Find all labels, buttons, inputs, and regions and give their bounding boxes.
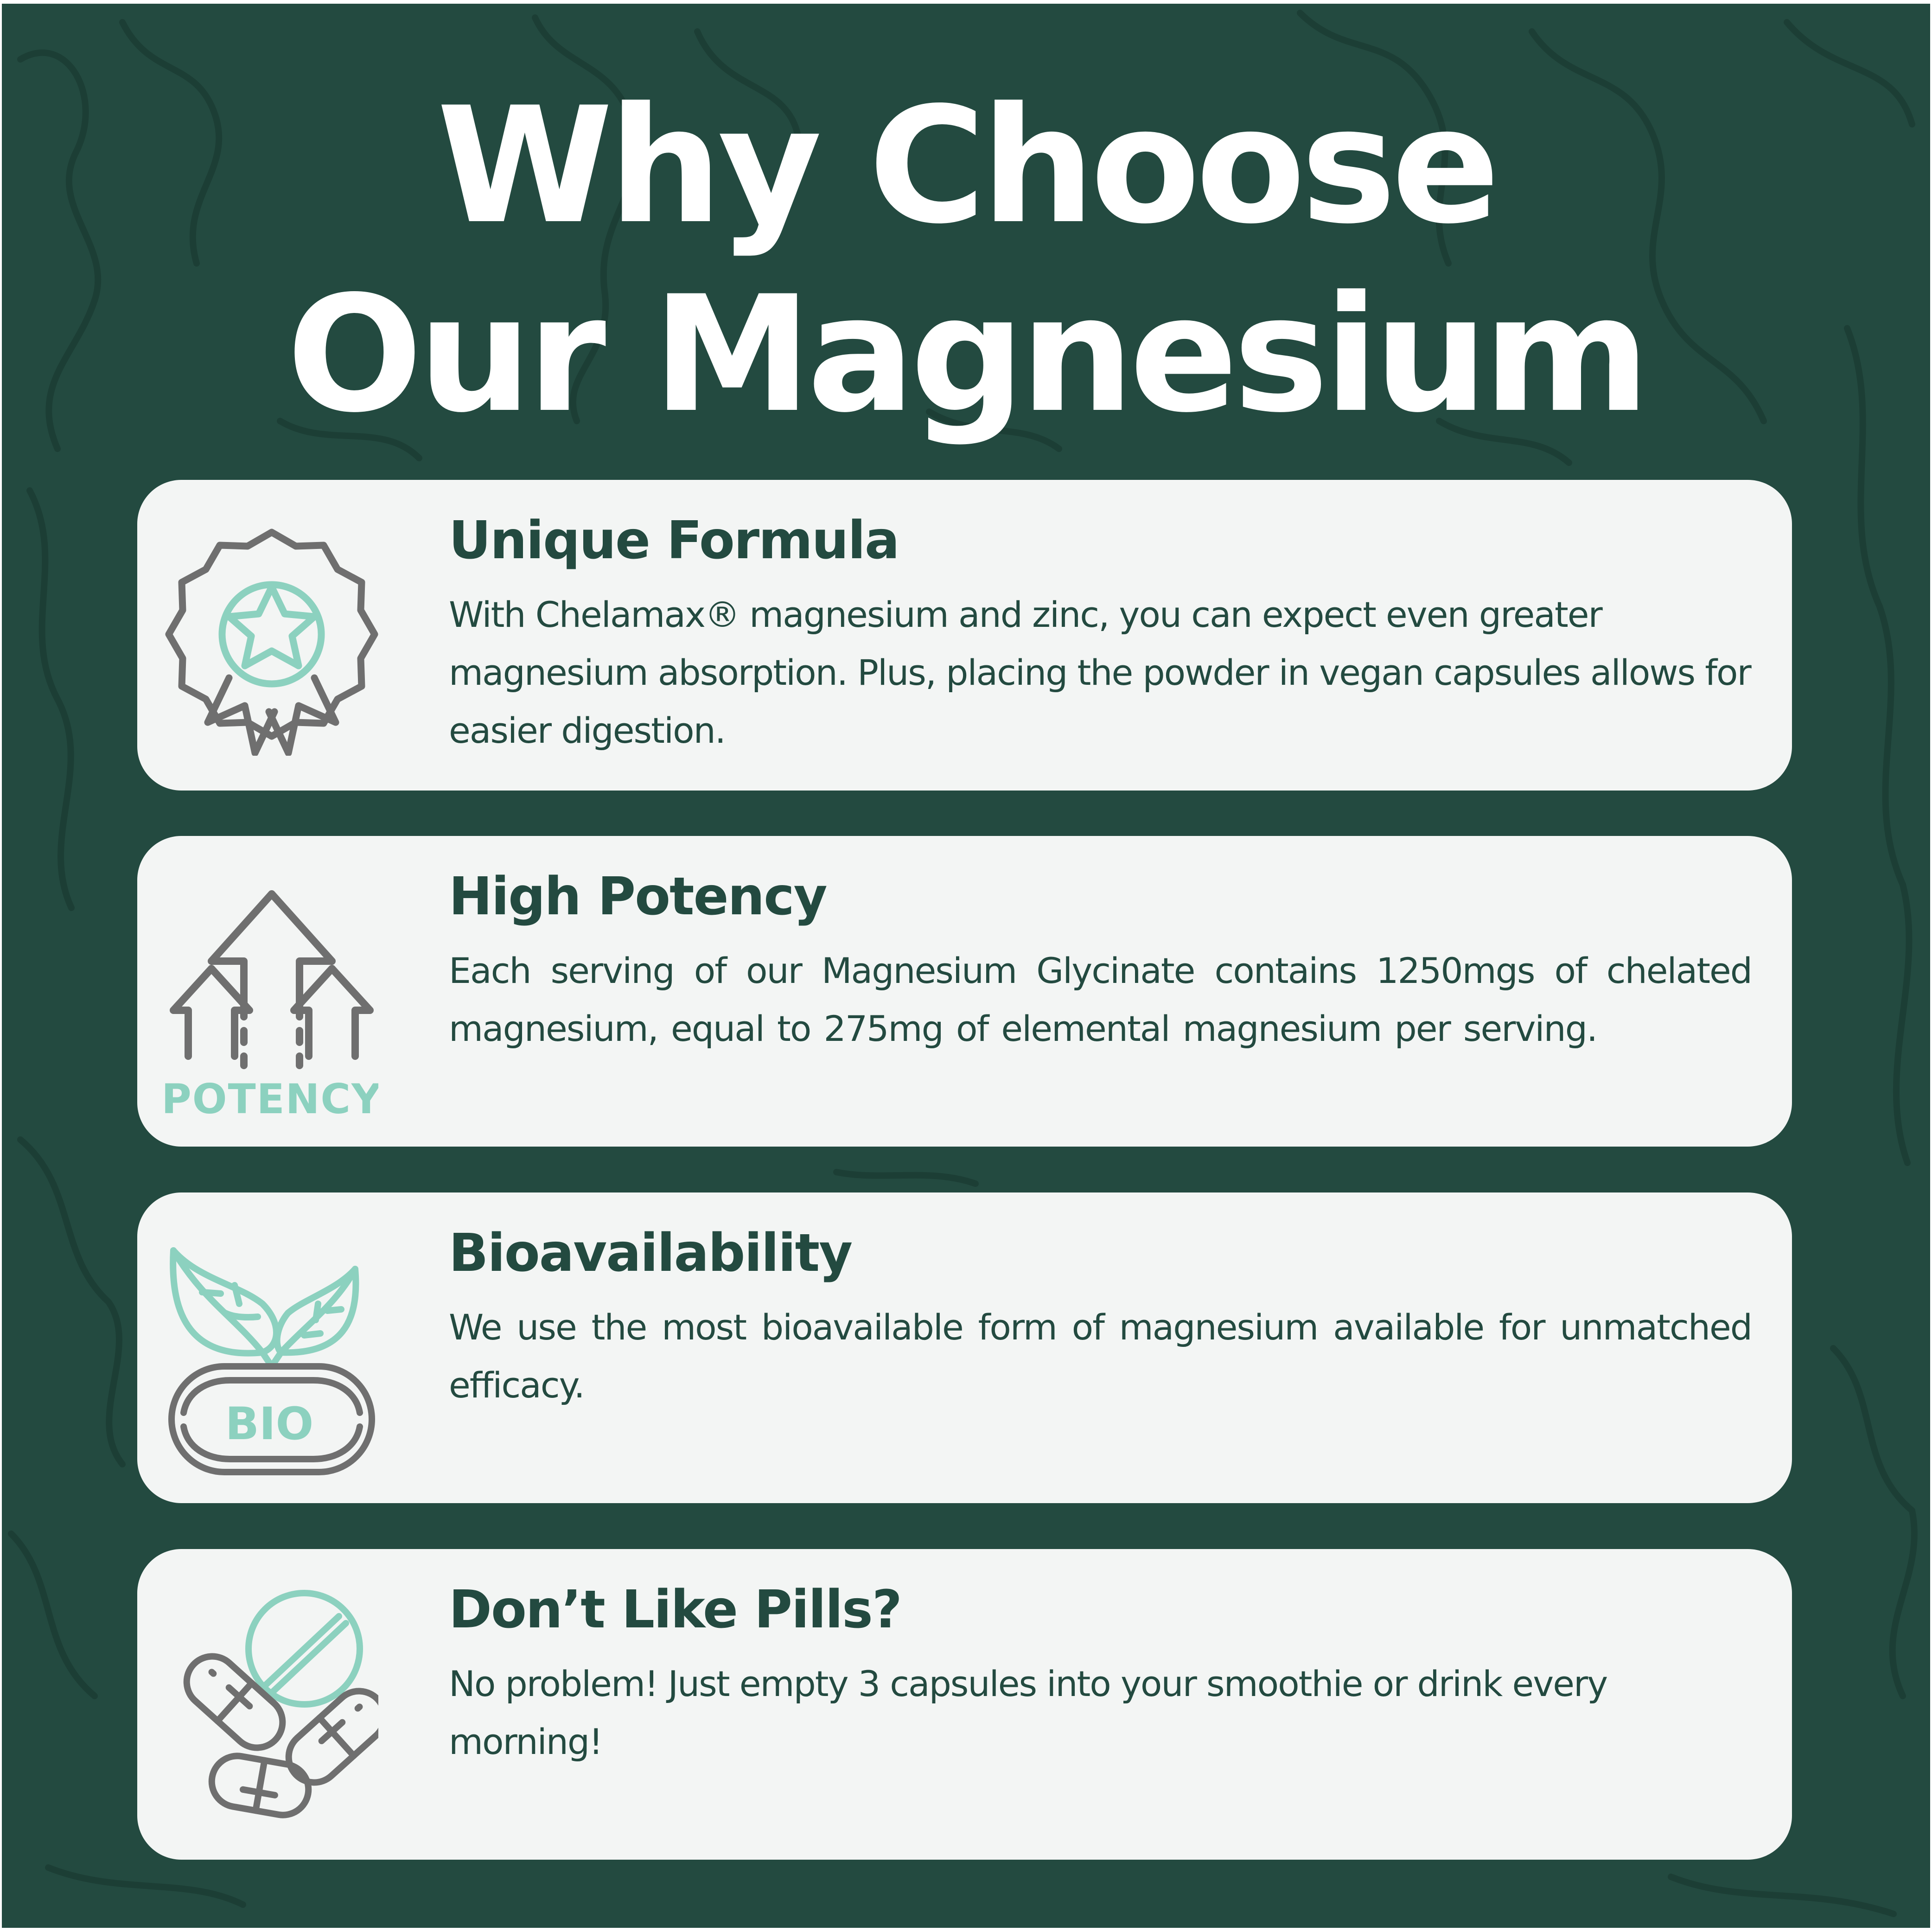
bio-icon-label: BIO [225,1398,314,1450]
feature-title: Unique Formula [449,510,899,571]
feature-description: With Chelamax® magnesium and zinc, you c… [449,594,1752,751]
botanical-background-pattern [8,10,1918,1917]
feature-card-bioavailability: BIO Bioavailability We use the most bioa… [137,1192,1792,1503]
headline-line-1: Why Choose [436,73,1500,259]
feature-card-dont-like-pills: Don’t Like Pills? No problem! Just empty… [137,1549,1792,1860]
headline-line-2: Our Magnesium [287,262,1650,448]
feature-description: We use the most bioavailable form of mag… [449,1307,1753,1406]
potency-arrows-icon: POTENCY [165,890,378,1123]
feature-card-high-potency: POTENCY High Potency Each serving of our… [137,836,1792,1147]
award-ribbon-star-icon [165,529,378,756]
feature-title: Bioavailability [449,1223,853,1283]
pills-capsules-icon [183,1590,378,1818]
feature-card-unique-formula: Unique Formula With Chelamax® magnesium … [137,480,1792,791]
potency-icon-label: POTENCY [165,1075,378,1123]
feature-description: Each serving of our Magnesium Glycinate … [449,950,1753,1049]
feature-title: Don’t Like Pills? [449,1580,902,1640]
feature-description: No problem! Just empty 3 capsules into y… [449,1663,1608,1762]
infographic-canvas: Why Choose Our Magnesium Unique Formula … [2,4,1930,1928]
feature-title: High Potency [449,867,828,927]
bio-leaves-icon: BIO [168,1247,375,1475]
